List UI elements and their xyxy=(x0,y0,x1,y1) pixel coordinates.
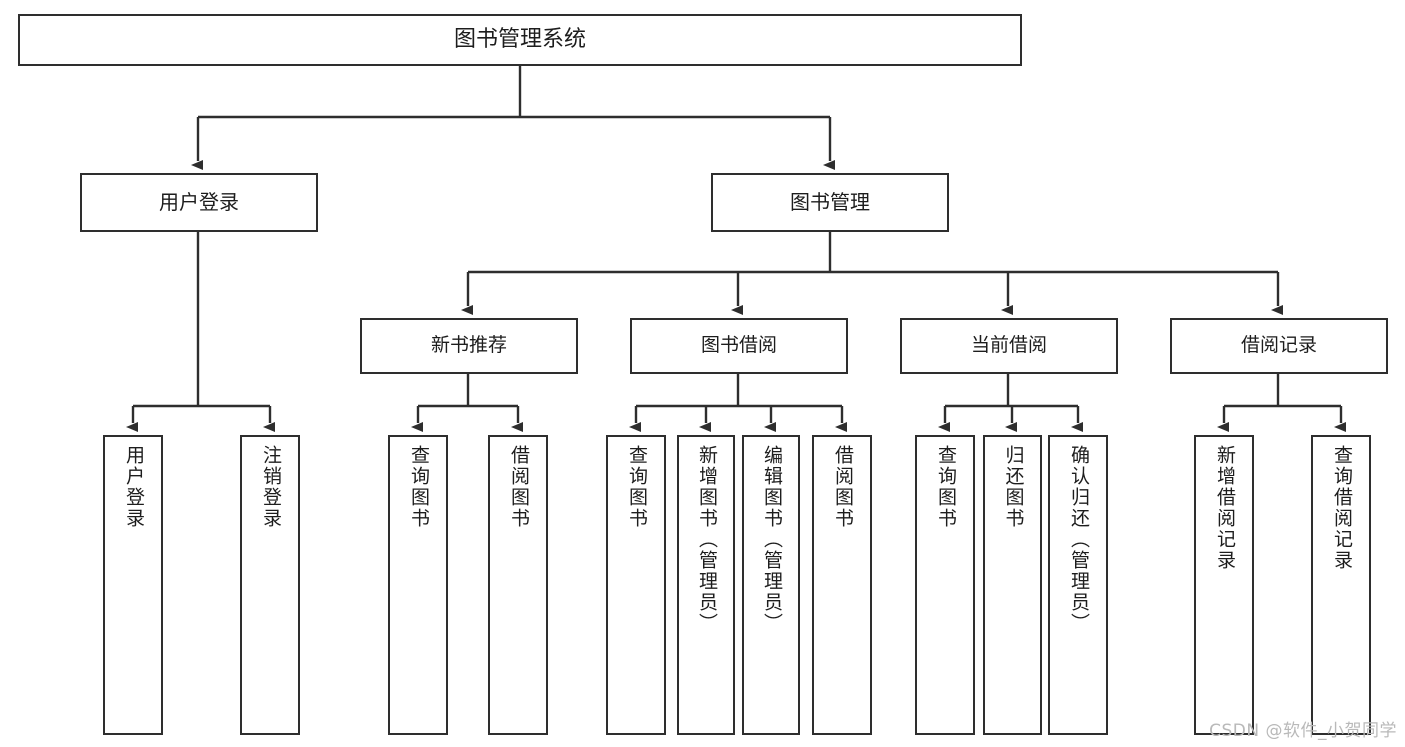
node-leaf-borrow-book-1[interactable]: 借阅图书 xyxy=(488,435,548,735)
node-book-manage[interactable]: 图书管理 xyxy=(711,173,949,232)
node-new-book-recommend-label: 新书推荐 xyxy=(430,334,507,357)
watermark: CSDN @软件_小贺同学 xyxy=(1209,721,1397,741)
node-leaf-add-record[interactable]: 新增借阅记录 xyxy=(1194,435,1254,735)
node-leaf-confirm-return-label: 确认归还（管理员） xyxy=(1067,445,1090,634)
node-leaf-user-login[interactable]: 用户登录 xyxy=(103,435,163,735)
node-leaf-query-record[interactable]: 查询借阅记录 xyxy=(1311,435,1371,735)
node-leaf-add-book[interactable]: 新增图书（管理员） xyxy=(677,435,735,735)
node-book-borrow[interactable]: 图书借阅 xyxy=(630,318,848,374)
node-leaf-edit-book-label: 编辑图书（管理员） xyxy=(760,445,783,634)
node-leaf-borrow-book-1-label: 借阅图书 xyxy=(507,445,530,529)
node-leaf-query-book-3-label: 查询图书 xyxy=(934,445,957,529)
node-leaf-add-book-label: 新增图书（管理员） xyxy=(695,445,718,634)
node-leaf-borrow-book-2-label: 借阅图书 xyxy=(831,445,854,529)
node-root-label: 图书管理系统 xyxy=(453,27,586,53)
node-leaf-query-book-3[interactable]: 查询图书 xyxy=(915,435,975,735)
node-book-manage-label: 图书管理 xyxy=(790,190,870,214)
node-leaf-borrow-book-2[interactable]: 借阅图书 xyxy=(812,435,872,735)
node-new-book-recommend[interactable]: 新书推荐 xyxy=(360,318,578,374)
node-leaf-query-record-label: 查询借阅记录 xyxy=(1330,445,1353,571)
node-borrow-record[interactable]: 借阅记录 xyxy=(1170,318,1388,374)
node-leaf-return-book[interactable]: 归还图书 xyxy=(983,435,1042,735)
node-current-borrow[interactable]: 当前借阅 xyxy=(900,318,1118,374)
node-user-login-label: 用户登录 xyxy=(159,190,239,214)
node-leaf-return-book-label: 归还图书 xyxy=(1002,445,1025,529)
node-leaf-query-book-1[interactable]: 查询图书 xyxy=(388,435,448,735)
node-leaf-query-book-1-label: 查询图书 xyxy=(407,445,430,529)
node-leaf-edit-book[interactable]: 编辑图书（管理员） xyxy=(742,435,800,735)
node-leaf-add-record-label: 新增借阅记录 xyxy=(1213,445,1236,571)
node-leaf-query-book-2[interactable]: 查询图书 xyxy=(606,435,666,735)
node-root[interactable]: 图书管理系统 xyxy=(18,14,1022,66)
node-leaf-confirm-return[interactable]: 确认归还（管理员） xyxy=(1048,435,1108,735)
node-borrow-record-label: 借阅记录 xyxy=(1240,334,1317,357)
node-leaf-logout[interactable]: 注销登录 xyxy=(240,435,300,735)
node-leaf-user-login-label: 用户登录 xyxy=(122,445,145,529)
node-user-login[interactable]: 用户登录 xyxy=(80,173,318,232)
node-book-borrow-label: 图书借阅 xyxy=(700,334,777,357)
node-current-borrow-label: 当前借阅 xyxy=(970,334,1047,357)
node-leaf-logout-label: 注销登录 xyxy=(259,445,282,529)
node-leaf-query-book-2-label: 查询图书 xyxy=(625,445,648,529)
